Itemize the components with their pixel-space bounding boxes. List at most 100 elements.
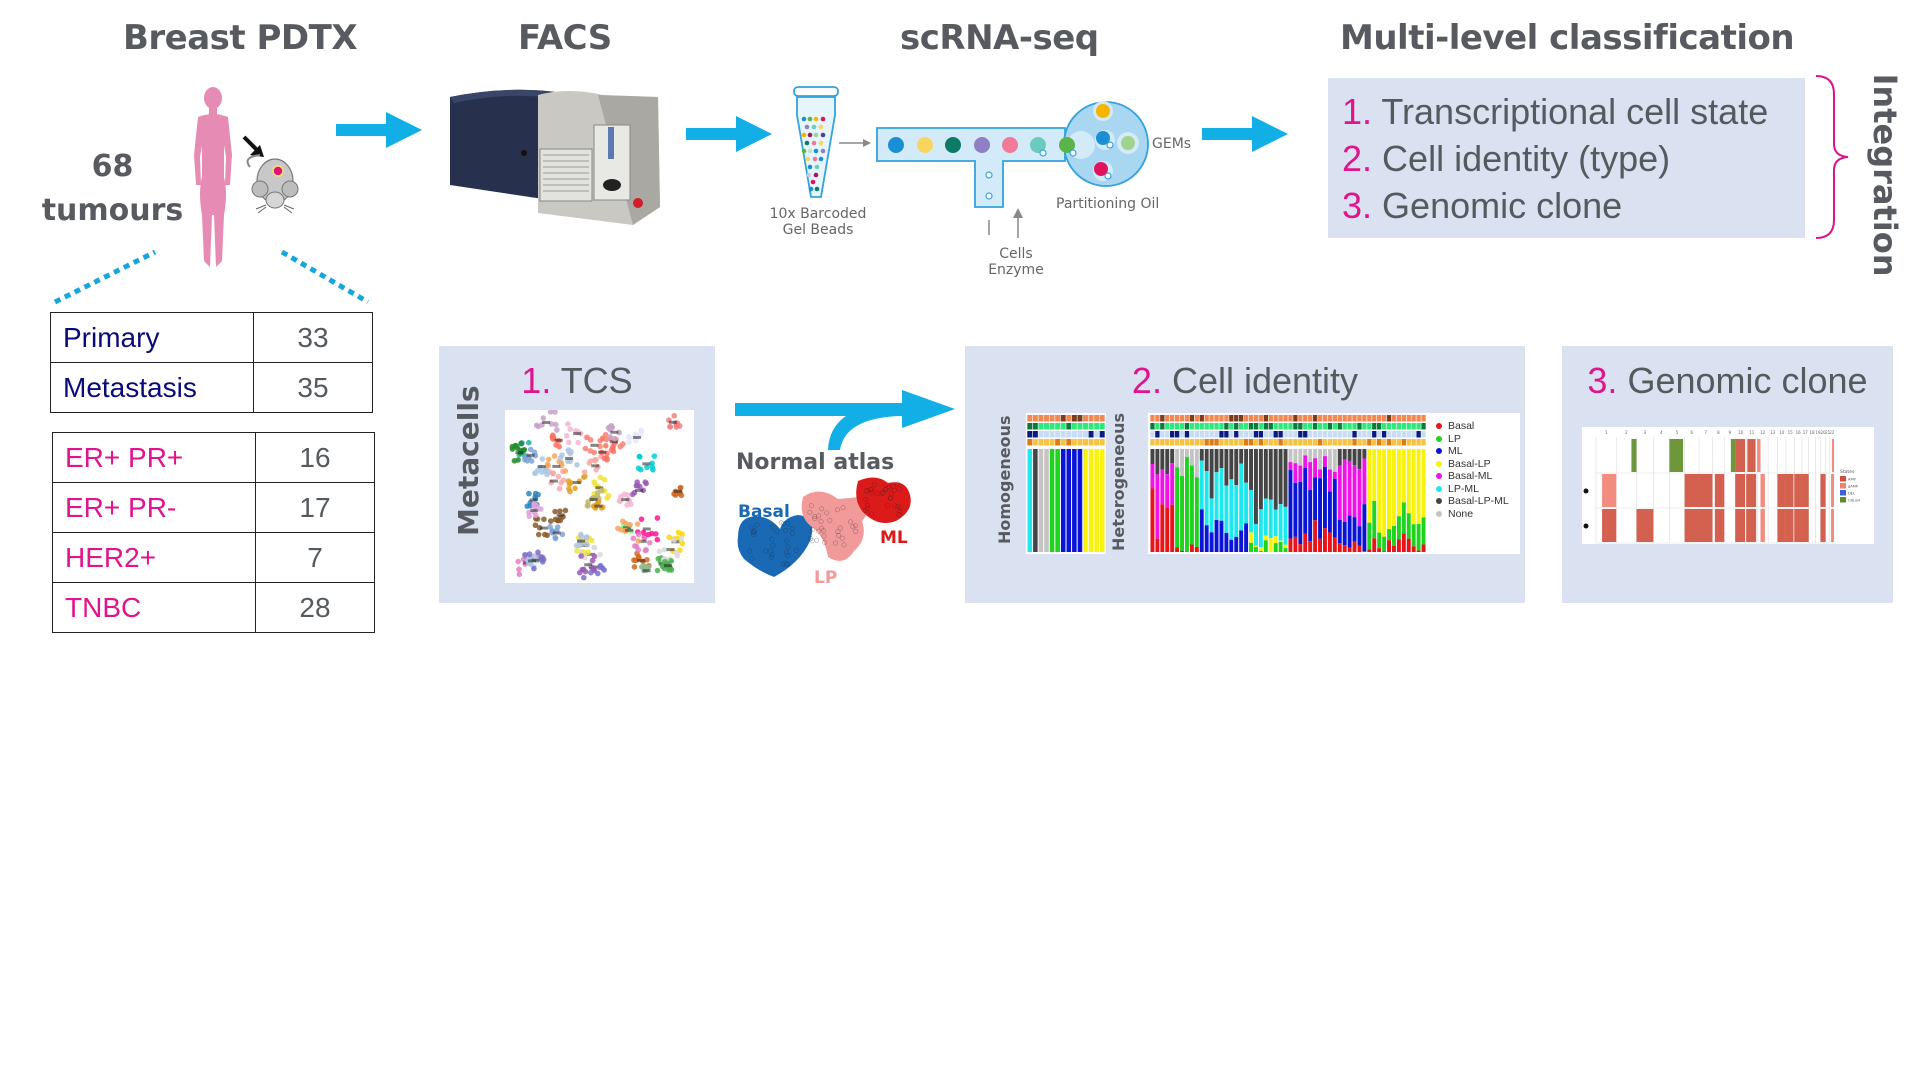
annotation-cell [1411, 431, 1416, 438]
atlas-metacell [781, 520, 787, 526]
annotation-cell [1303, 415, 1308, 422]
cluster-label-mark [632, 435, 641, 439]
metacell-point [585, 549, 591, 556]
atlas-metacell [818, 519, 824, 525]
cluster-label-mark [590, 443, 599, 447]
atlas-metacell [782, 527, 788, 533]
clone-marker [1583, 488, 1589, 494]
annotation-cell [1377, 431, 1382, 438]
atlas-metacell [789, 525, 795, 531]
annotation-cell [1184, 431, 1190, 438]
annotation-cell [1219, 423, 1224, 430]
annotation-cell [1194, 415, 1199, 422]
annotation-cell [1377, 439, 1382, 446]
annotation-cell [1386, 439, 1392, 446]
atlas-metacell [809, 538, 815, 544]
cell-type-bar-segment [1293, 463, 1298, 483]
atlas-metacell [808, 503, 814, 509]
metacell-point [640, 529, 647, 536]
annotation-cell [1038, 431, 1044, 438]
subtype-value: 17 [255, 482, 375, 533]
cell-type-bar-segment [1323, 528, 1327, 552]
annotation-cell [1401, 439, 1406, 446]
annotation-cell [1214, 415, 1219, 422]
cell-type-bar-segment [1229, 479, 1234, 540]
metacell-point [605, 425, 612, 431]
annotation-cell [1066, 423, 1072, 430]
metacell-point [652, 531, 659, 537]
homogeneous-label: Homogeneous [995, 415, 1014, 545]
cnv-segment [1669, 439, 1684, 472]
cell-type-bar-segment [1387, 540, 1391, 552]
atlas-metacell [819, 506, 825, 512]
atlas-metacell [888, 495, 894, 501]
annotation-cell [1032, 415, 1038, 422]
subtype-label: ER+ PR- [52, 482, 256, 533]
classification-level: 2. Cell identity (type) [1342, 135, 1805, 182]
cell-type-bar-segment [1323, 456, 1327, 467]
arrow-to-mouse-icon [242, 135, 264, 157]
annotation-cell [1088, 415, 1094, 422]
annotation-cell [1406, 415, 1411, 422]
metacell-point [593, 467, 599, 473]
metacell-point [535, 531, 542, 538]
legend-label: LP [1448, 432, 1461, 445]
cnv-legend-swatch [1840, 476, 1846, 482]
cell-type-bar-segment [1308, 541, 1313, 552]
cell-type-bar-segment [1416, 523, 1421, 551]
legend-item: ML [1436, 445, 1463, 457]
metacell-point [590, 566, 597, 572]
cell-type-bar-segment [1357, 469, 1362, 527]
metacell-point [531, 553, 537, 559]
cell-identity-panel-title: 2. Cell identity [965, 360, 1525, 402]
metacells-label: Metacells [452, 385, 485, 536]
legend-swatch [1436, 448, 1442, 455]
metacell-point [601, 477, 608, 483]
metacell-point [634, 521, 641, 527]
chromosome-tick-label: 11 [1749, 430, 1755, 435]
chromosome-tick-label: 15 [1788, 430, 1794, 435]
cell-type-bar-segment [1323, 466, 1327, 529]
annotation-cell [1312, 431, 1318, 438]
metacell-point [668, 567, 675, 573]
cell-type-bar-segment [1229, 449, 1234, 480]
cell-type-bar-segment [1367, 449, 1372, 523]
cell-type-bar-segment [1150, 449, 1155, 464]
atlas-metacell [784, 538, 790, 544]
annotation-cell [1066, 431, 1072, 438]
annotation-cell [1199, 423, 1204, 430]
annotation-cell [1278, 431, 1283, 438]
annotation-cell [1258, 439, 1264, 446]
metacell-point [511, 457, 518, 464]
annotation-cell [1253, 415, 1259, 422]
cluster-label-mark [594, 504, 603, 508]
cnv-segment [1636, 509, 1654, 542]
annotation-cell [1160, 423, 1165, 430]
atlas-metacell [812, 514, 818, 520]
metacell-point [668, 558, 675, 564]
annotation-cell [1381, 439, 1387, 446]
cell-type-bar-segment [1298, 544, 1303, 552]
cnv-segment [1698, 509, 1713, 542]
metacell-point [632, 557, 639, 564]
cell-type-bar-segment [1327, 469, 1332, 492]
cluster-label-mark [530, 508, 539, 512]
metacell-point [565, 458, 571, 465]
dotted-line-left [53, 249, 157, 305]
cell-type-bar-segment [1396, 449, 1401, 517]
annotation-cell [1229, 423, 1234, 430]
chromosome-tick-label: 5 [1676, 430, 1679, 435]
annotation-cell [1327, 431, 1333, 438]
annotation-cell [1083, 423, 1088, 430]
arrow-right-icon [1202, 116, 1288, 152]
metacell-cluster [671, 484, 685, 499]
atlas-metacell [883, 486, 889, 492]
cell-type-bar-segment [1421, 544, 1426, 552]
metacell-point [607, 434, 613, 440]
cell-type-bar-segment [1372, 449, 1377, 501]
atlas-metacell [816, 528, 821, 534]
annotation-cell [1337, 431, 1342, 438]
cell-type-bar-segment [1357, 449, 1362, 470]
atlas-metacell [812, 516, 818, 522]
cell-type-bar-segment [1288, 538, 1293, 552]
